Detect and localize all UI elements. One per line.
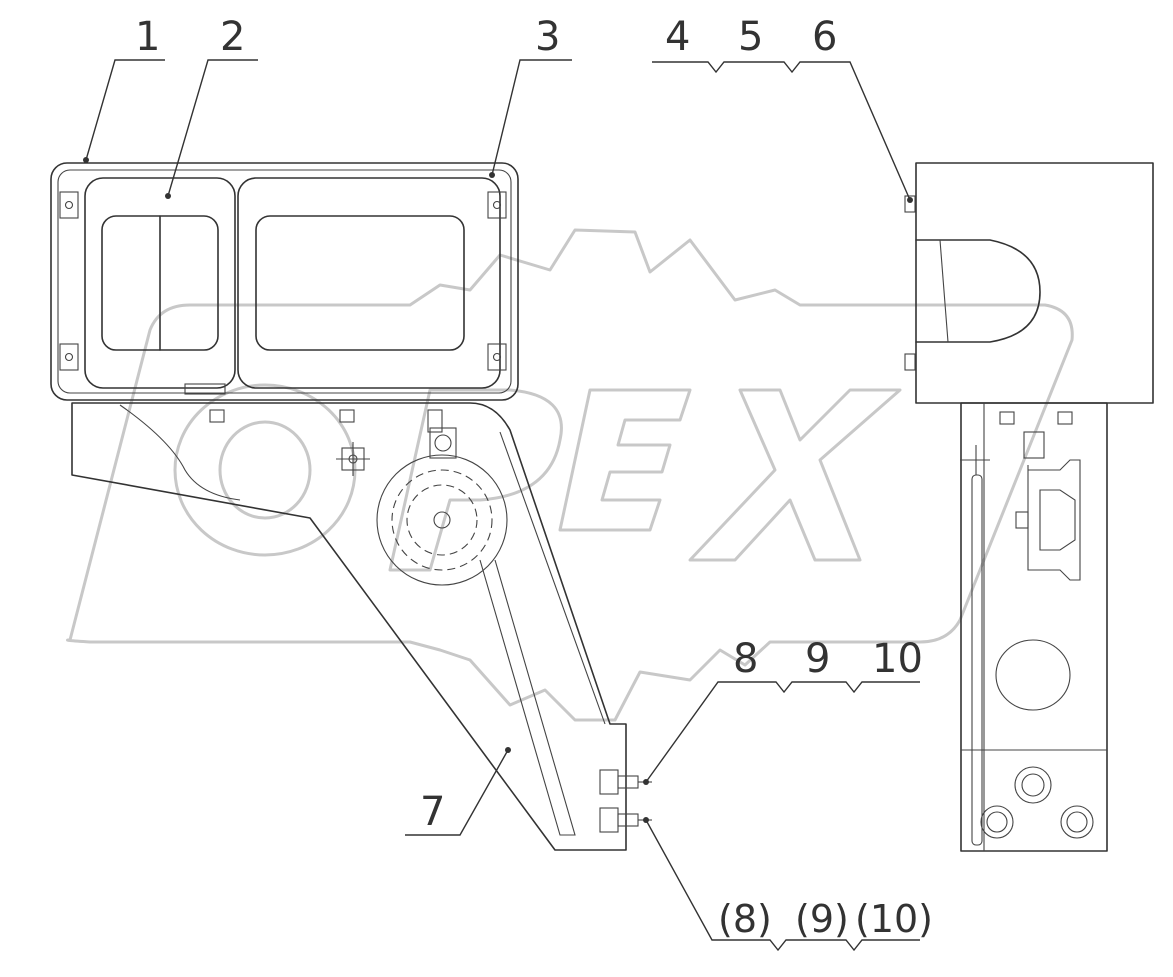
callout-4: 4 — [665, 14, 690, 60]
callout-8-paren: (8) — [718, 897, 772, 941]
callout-2: 2 — [220, 14, 245, 60]
callout-9-paren: (9) — [795, 897, 849, 941]
callout-5: 5 — [738, 14, 763, 60]
bracket-front — [71, 402, 652, 851]
watermark-logo — [66, 228, 1074, 722]
callout-1: 1 — [135, 14, 160, 60]
lamp-housing-front — [50, 162, 519, 401]
callout-7: 7 — [420, 789, 445, 835]
callout-6: 6 — [812, 14, 837, 60]
callout-3: 3 — [535, 14, 560, 60]
callout-10-paren: (10) — [855, 897, 933, 941]
callout-labels: 1 2 3 4 5 6 7 8 9 10 (8) (9) (10) — [135, 14, 933, 941]
leader-lines — [83, 59, 920, 952]
callout-8: 8 — [733, 636, 758, 682]
lamp-housing-side — [904, 162, 1154, 404]
callout-10: 10 — [872, 636, 923, 682]
bracket-side — [960, 402, 1108, 852]
callout-9: 9 — [805, 636, 830, 682]
